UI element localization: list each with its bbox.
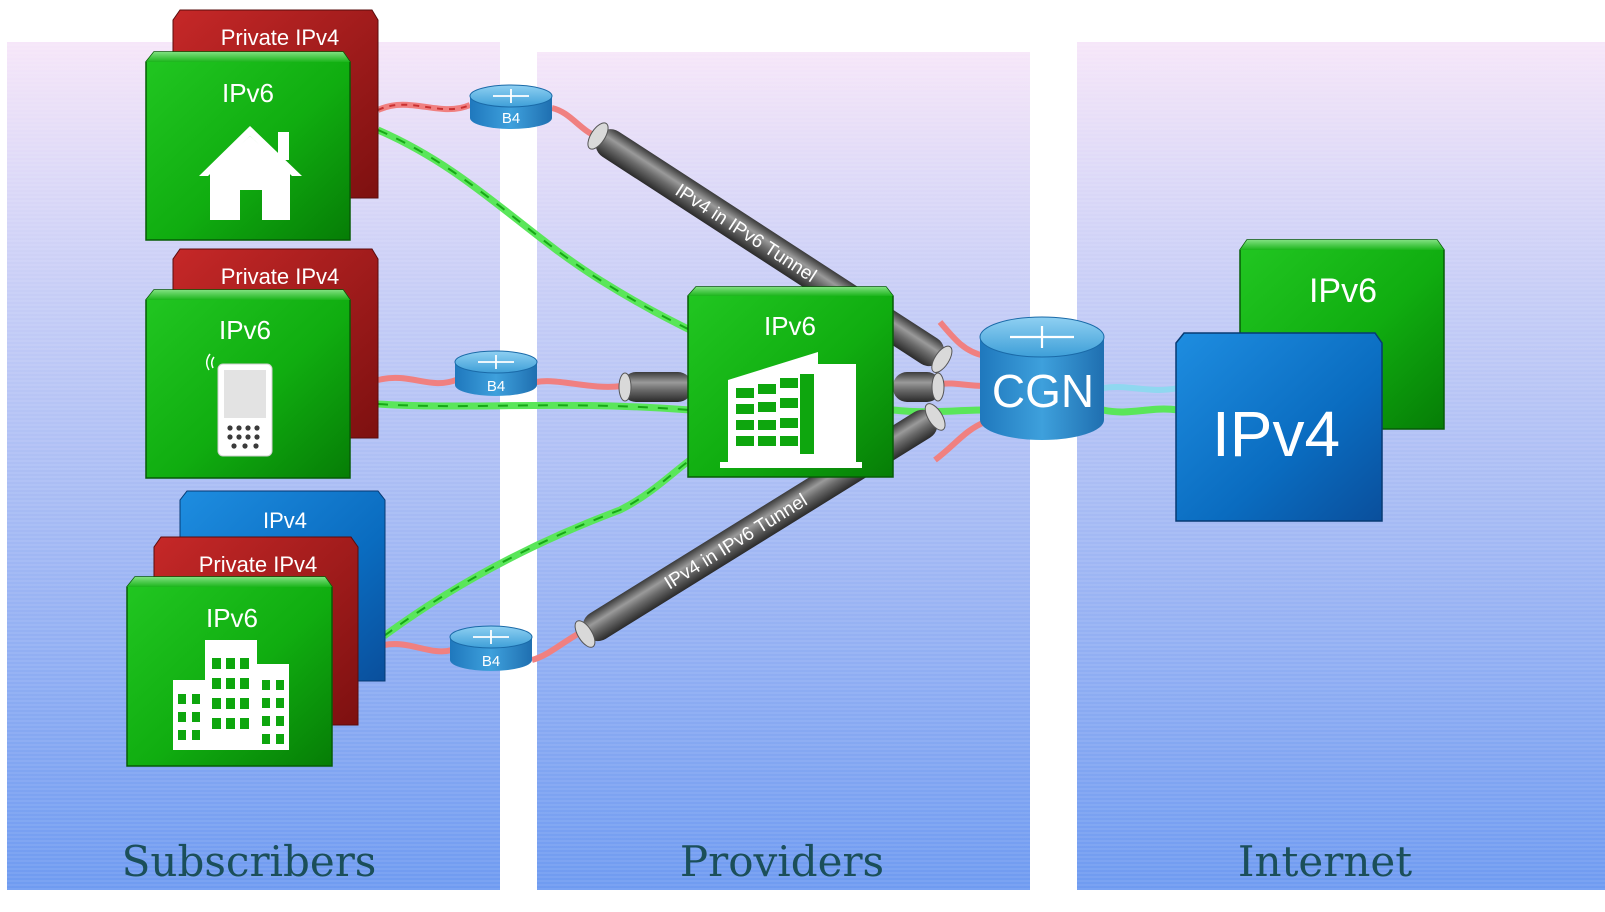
ipv4-link-home-b4 [376, 101, 472, 113]
ipv6-label: IPv6 [764, 311, 816, 341]
ipv6-link-cgn-internet [1102, 405, 1179, 416]
router-arrows-icon [1010, 326, 1074, 348]
ipv6-link-home-core [376, 126, 692, 334]
b4-label: B4 [502, 110, 520, 127]
zone-label-providers: Providers [680, 837, 884, 886]
ipv4-label: IPv4 [263, 508, 307, 533]
private-ipv4-label: Private IPv4 [221, 25, 340, 50]
cgn-label: CGN [992, 365, 1094, 417]
b4-router-3: B4 [449, 625, 533, 671]
tunnel-middle-right [893, 372, 945, 402]
ipv4-link-cgn-internet [1102, 384, 1179, 393]
subscriber-office: IPv4 Private IPv4 IPv6 [126, 490, 386, 767]
mobile-phone-icon [206, 353, 273, 457]
b4-label: B4 [482, 653, 500, 670]
ipv6-block: IPv6 [126, 576, 333, 767]
house-icon [199, 126, 302, 220]
tunnel-middle-left [618, 372, 692, 402]
internet-ipv6-label: IPv6 [1309, 272, 1377, 310]
b4-router-1: B4 [469, 84, 553, 129]
ipv6-label: IPv6 [222, 78, 274, 108]
b4-label: B4 [487, 378, 505, 395]
subscriber-mobile: Private IPv4 IPv6 [145, 248, 379, 479]
cgn-router: CGN [979, 316, 1105, 440]
router-arrows-icon [473, 630, 509, 644]
ipv6-label: IPv6 [219, 315, 271, 345]
internet-ipv4-label: IPv4 [1212, 398, 1340, 470]
office-building-icon [173, 640, 289, 750]
zone-label-subscribers: Subscribers [122, 837, 377, 886]
zone-label-internet: Internet [1238, 837, 1412, 886]
ipv4-link-office-b4 [383, 641, 453, 655]
internet-ipv4-block: IPv4 [1175, 332, 1383, 522]
ipv6-block: IPv6 [145, 289, 351, 479]
providers-zone [537, 52, 1030, 890]
router-arrows-icon [478, 355, 514, 369]
ipv6-block: IPv6 [145, 51, 351, 241]
provider-core: IPv6 [687, 286, 894, 478]
subscriber-home: Private IPv4 IPv6 [145, 9, 379, 241]
ipv6-label: IPv6 [206, 603, 258, 633]
private-ipv4-label: Private IPv4 [199, 552, 318, 577]
connections [376, 101, 1179, 663]
router-arrows-icon [493, 89, 529, 103]
ipv6-link-core-cgn [892, 406, 986, 416]
internet-networks: IPv6 IPv4 [1175, 239, 1445, 522]
b4-router-2: B4 [454, 350, 538, 396]
private-ipv4-label: Private IPv4 [221, 264, 340, 289]
datacenter-icon [720, 352, 862, 468]
ipv4-link-phone-b4 [377, 374, 458, 387]
